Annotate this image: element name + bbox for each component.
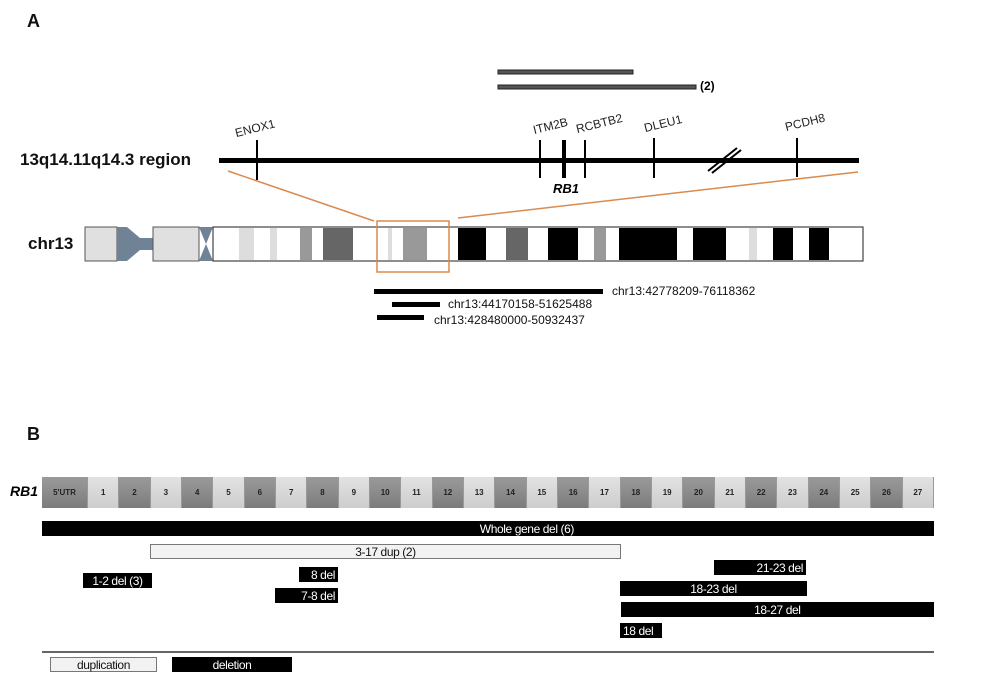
variant-bar-deletion: 21-23 del bbox=[714, 560, 806, 575]
gene-label-rb1: RB1 bbox=[553, 181, 580, 196]
band bbox=[619, 228, 677, 260]
legend-deletion: deletion bbox=[172, 657, 292, 672]
p-arm-stalk bbox=[117, 227, 165, 261]
exon-16: 16 bbox=[558, 477, 590, 508]
exon-utr: 5'UTR bbox=[42, 477, 88, 508]
break-mark-2 bbox=[711, 149, 742, 174]
zoom-box bbox=[376, 220, 450, 273]
exon-13: 13 bbox=[464, 477, 496, 508]
deletion-coord-2: chr13:44170158-51625488 bbox=[448, 297, 593, 311]
band bbox=[458, 228, 486, 260]
band bbox=[594, 228, 606, 260]
band bbox=[749, 228, 757, 260]
exon-6: 6 bbox=[244, 477, 276, 508]
p-arm-segment-2 bbox=[152, 226, 200, 262]
exon-21: 21 bbox=[714, 477, 746, 508]
exon-2: 2 bbox=[119, 477, 151, 508]
p-arm-segment-1 bbox=[84, 226, 118, 262]
band bbox=[323, 228, 353, 260]
exon-19: 19 bbox=[652, 477, 684, 508]
exon-17: 17 bbox=[589, 477, 621, 508]
deletion-coord-3: chr13:428480000-50932437 bbox=[434, 313, 585, 327]
exon-18: 18 bbox=[620, 477, 652, 508]
band bbox=[809, 228, 829, 260]
exon-1: 1 bbox=[88, 477, 120, 508]
variant-bar-deletion: 18-23 del bbox=[620, 581, 807, 596]
top-bar-1 bbox=[497, 69, 634, 75]
rb1-gene-label: RB1 bbox=[10, 483, 39, 499]
centromere bbox=[199, 227, 213, 261]
top-bar-2 bbox=[497, 84, 697, 90]
band bbox=[403, 228, 427, 260]
band bbox=[773, 228, 793, 260]
exon-22: 22 bbox=[746, 477, 778, 508]
exon-3: 3 bbox=[150, 477, 182, 508]
exon-15: 15 bbox=[526, 477, 558, 508]
variant-bar-deletion: 18-27 del bbox=[620, 602, 934, 617]
exon-4: 4 bbox=[182, 477, 214, 508]
top-bars-count: (2) bbox=[700, 79, 715, 93]
band bbox=[388, 228, 392, 260]
exon-10: 10 bbox=[370, 477, 402, 508]
variant-bar-deletion: 7-8 del bbox=[275, 588, 338, 603]
variant-bar-deletion: Whole gene del (6) bbox=[42, 521, 934, 536]
exon-7: 7 bbox=[276, 477, 308, 508]
legend-duplication: duplication bbox=[50, 657, 157, 672]
exon-9: 9 bbox=[338, 477, 370, 508]
exon-26: 26 bbox=[871, 477, 903, 508]
exon-8: 8 bbox=[307, 477, 339, 508]
deletion-coord-1: chr13:42778209-76118362 bbox=[612, 284, 756, 298]
variant-bar-deletion: 8 del bbox=[299, 567, 338, 582]
deletion-bar-3 bbox=[377, 315, 424, 320]
exon-14: 14 bbox=[495, 477, 527, 508]
chromosome-label: chr13 bbox=[28, 234, 74, 253]
band bbox=[239, 228, 254, 260]
exon-27: 27 bbox=[902, 477, 934, 508]
panel-a-label: A bbox=[27, 11, 40, 31]
break-mark-1 bbox=[707, 147, 738, 172]
exon-23: 23 bbox=[777, 477, 809, 508]
zoom-line-left bbox=[227, 170, 375, 222]
exon-20: 20 bbox=[683, 477, 715, 508]
exon-11: 11 bbox=[401, 477, 433, 508]
exon-24: 24 bbox=[808, 477, 840, 508]
band bbox=[300, 228, 312, 260]
deletion-bar-1 bbox=[374, 289, 603, 294]
variant-bar-deletion: 18 del bbox=[620, 623, 662, 638]
exon-5: 5 bbox=[213, 477, 245, 508]
deletion-bar-2 bbox=[392, 302, 440, 307]
variant-bar-duplication: 3-17 dup (2) bbox=[150, 544, 621, 559]
band bbox=[270, 228, 277, 260]
band bbox=[548, 228, 578, 260]
band bbox=[693, 228, 726, 260]
band bbox=[506, 228, 528, 260]
variant-bar-deletion: 1-2 del (3) bbox=[83, 573, 152, 588]
panel-b-label: B bbox=[27, 424, 40, 444]
region-label: 13q14.11q14.3 region bbox=[20, 150, 192, 169]
zoom-line-right bbox=[457, 171, 859, 219]
exon-25: 25 bbox=[840, 477, 872, 508]
exon-12: 12 bbox=[432, 477, 464, 508]
